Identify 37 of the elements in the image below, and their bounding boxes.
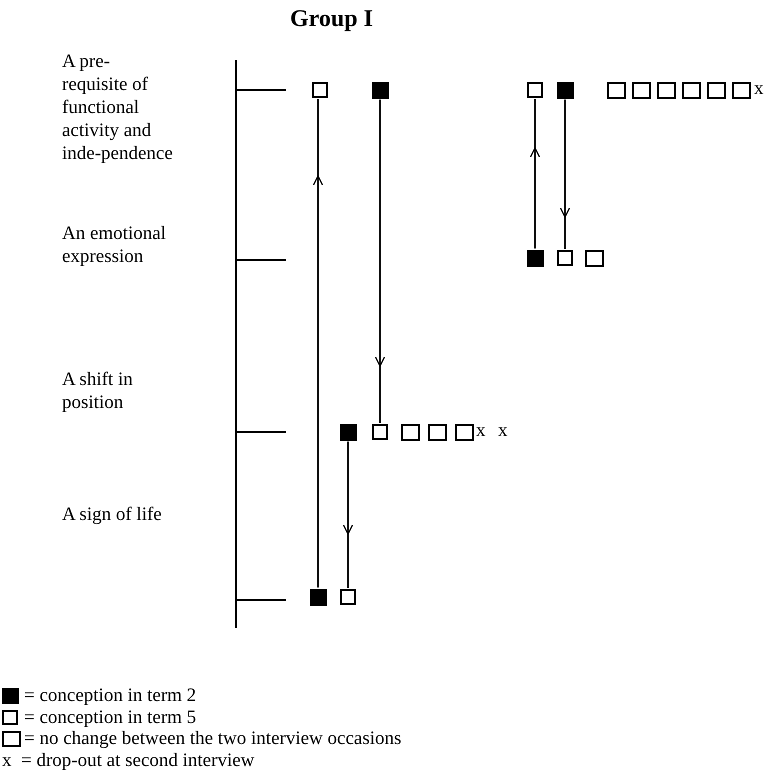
open-square-marker	[400, 424, 420, 440]
chart-title: Group I	[290, 8, 373, 31]
solid-square-marker	[556, 82, 574, 98]
open-square-marker	[557, 250, 573, 266]
solid-square-marker	[310, 588, 326, 606]
legend-text: x = drop-out at second interview	[2, 748, 254, 771]
legend-text: = no change between the two interview occasions	[24, 727, 402, 750]
legend-text: = conception in term 5	[24, 706, 196, 728]
solid-square-marker	[372, 82, 388, 98]
open-square-marker	[428, 424, 446, 440]
arrow	[312, 99, 324, 588]
open-square-marker	[706, 82, 726, 98]
open-square-marker	[340, 589, 356, 605]
open-square-marker	[682, 82, 700, 98]
drop-out-mark: x	[476, 419, 486, 442]
open-square-marker	[527, 82, 543, 98]
open-square-marker	[372, 424, 388, 440]
open-square-marker	[312, 82, 328, 98]
open-square-marker	[584, 250, 604, 266]
axis-category-label: A shift in position	[62, 368, 134, 414]
arrow	[374, 100, 386, 423]
axis-category-label: An emotional expression	[62, 222, 167, 268]
arrow	[530, 99, 540, 248]
open-square-marker	[656, 82, 676, 98]
axis-category-label: A pre-requisite of functional activity and inde-pendence	[62, 50, 174, 165]
drop-out-mark: x	[754, 77, 764, 100]
drop-out-mark: x	[498, 419, 508, 442]
legend-text: = conception in term 2	[24, 684, 196, 707]
open-square-marker	[606, 82, 626, 98]
open-square-marker	[454, 424, 474, 440]
open-square-marker	[732, 82, 750, 98]
axis-category-label: A sign of life	[62, 503, 162, 526]
solid-square-marker	[340, 424, 356, 440]
arrow	[560, 100, 570, 249]
solid-square-marker	[526, 250, 544, 266]
open-square-marker	[632, 82, 650, 98]
arrow	[342, 442, 354, 588]
